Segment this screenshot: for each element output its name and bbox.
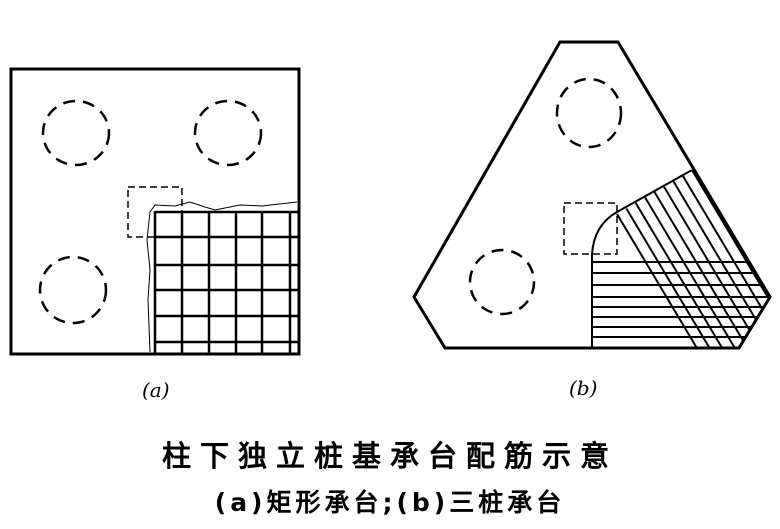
cap-outline <box>412 40 772 350</box>
cutaway-edge <box>591 169 693 348</box>
label-a: (a) <box>142 378 170 402</box>
column-outline <box>563 202 618 255</box>
rebar-line <box>681 174 770 348</box>
figure-subtitle: (a)矩形承台;(b)三桩承台 <box>214 488 566 517</box>
rebar-mesh <box>153 210 298 353</box>
cutaway-edge <box>149 201 298 213</box>
label-b: (b) <box>569 376 598 400</box>
pile-circle <box>38 255 108 325</box>
pile-circle <box>468 248 536 316</box>
rebar-line <box>634 202 731 348</box>
rebar-bands <box>592 169 770 348</box>
figure-title: 柱下独立桩基承台配筋示意 <box>161 439 618 473</box>
cutaway-edge <box>146 211 151 353</box>
rebar-line <box>625 207 718 348</box>
rebar-line <box>616 213 705 348</box>
rectangular-pile-cap <box>9 67 301 356</box>
cap-outline <box>9 67 301 356</box>
pile-circle <box>555 77 623 149</box>
three-pile-cap <box>412 40 772 350</box>
rebar-line <box>653 191 756 348</box>
pile-circle <box>41 99 111 167</box>
pile-circle <box>193 99 263 167</box>
rebar-line <box>691 169 770 348</box>
rebar-line <box>644 196 743 348</box>
